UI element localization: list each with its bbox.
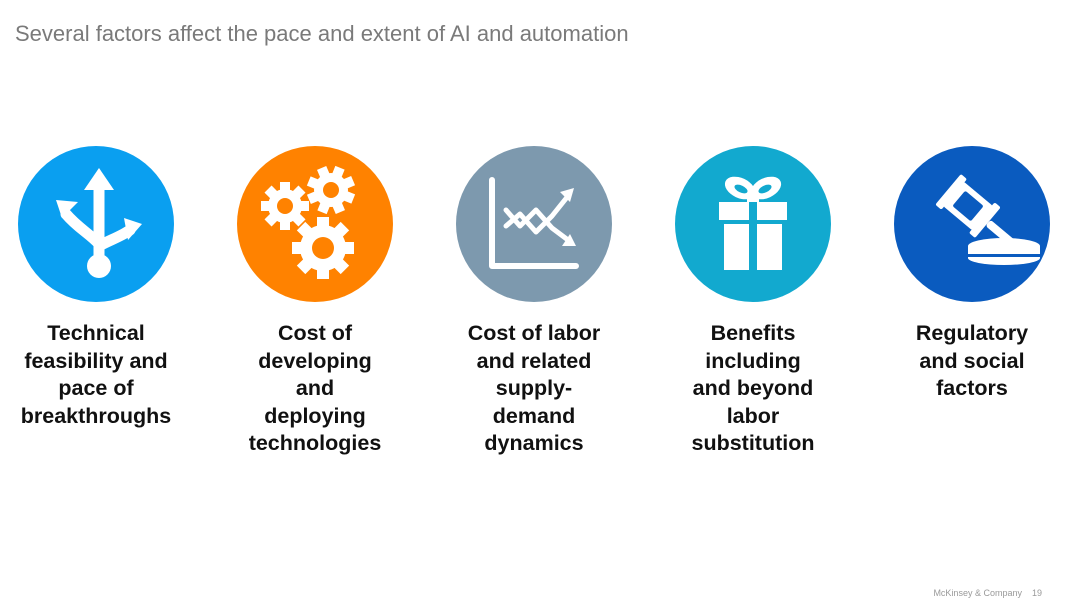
factor-cost-technologies: Cost of developing and deploying technol… [215, 146, 415, 458]
gears-icon [261, 165, 356, 279]
factor-circle [456, 146, 612, 302]
factor-label: Benefits including and beyond labor subs… [691, 321, 815, 455]
line-chart-icon [489, 177, 579, 269]
factor-technical-feasibility: Technical feasibility and pace of breakt… [0, 146, 196, 430]
footer: McKinsey & Company 19 [933, 588, 1042, 598]
factor-benefits: Benefits including and beyond labor subs… [653, 146, 853, 458]
factor-label: Cost of developing and deploying technol… [248, 321, 382, 455]
factor-circle [894, 146, 1050, 302]
gift-icon [719, 176, 787, 270]
page-number: 19 [1031, 588, 1042, 598]
factor-label: Cost of labor and related supply- demand… [467, 321, 601, 455]
factor-label: Regulatory and social factors [915, 321, 1029, 400]
company-name: McKinsey & Company [933, 588, 1022, 598]
factor-label: Technical feasibility and pace of breakt… [20, 321, 172, 428]
factor-circle [675, 146, 831, 302]
factor-circle [237, 146, 393, 302]
slide-title: Several factors affect the pace and exte… [15, 21, 629, 46]
branching-arrows-icon [56, 168, 142, 278]
gavel-icon [936, 174, 1040, 265]
factor-cost-labor: Cost of labor and related supply- demand… [434, 146, 634, 458]
factor-regulatory: Regulatory and social factors [872, 146, 1072, 403]
factor-circle [18, 146, 174, 302]
